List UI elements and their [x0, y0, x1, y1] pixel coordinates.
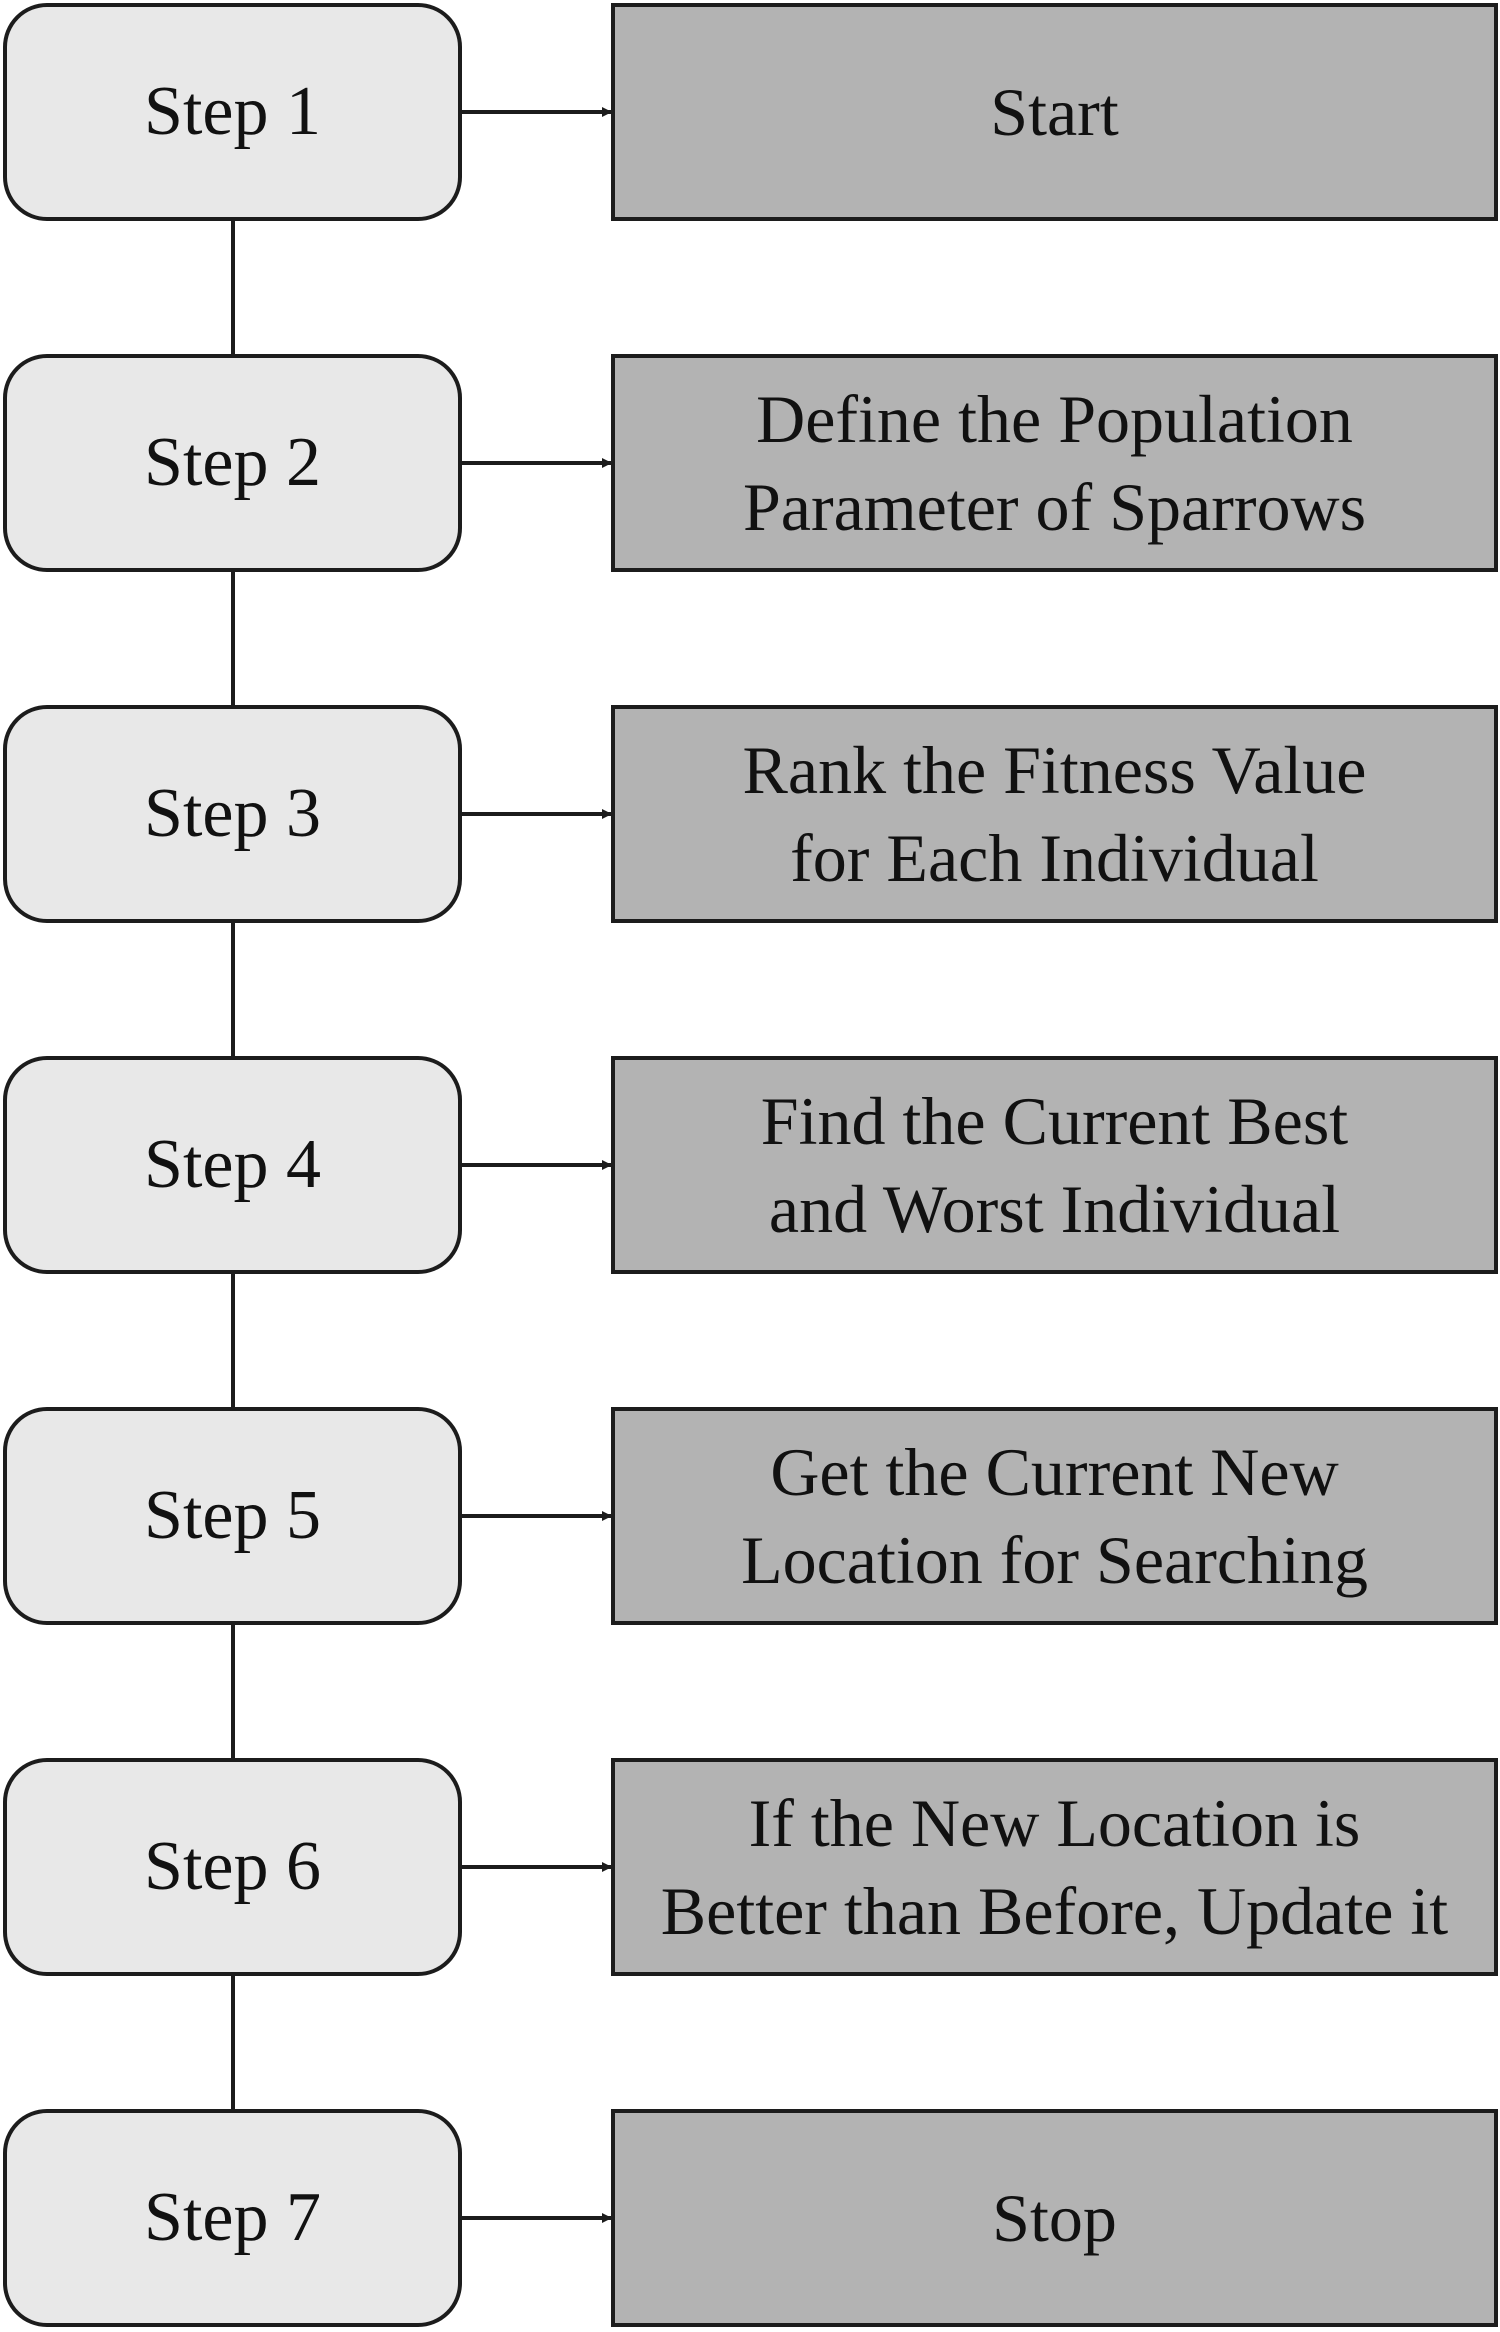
step-box-4: Step 4 [3, 1056, 462, 1274]
step-box-7: Step 7 [3, 2109, 462, 2327]
action-text-6-line-2: Better than Before, Update it [660, 1873, 1449, 1949]
action-box-7: Stop [611, 2109, 1498, 2327]
action-box-4: Find the Current Best and Worst Individua… [611, 1056, 1498, 1274]
step-label-3: Step 3 [144, 775, 321, 852]
action-text-2-line-1: Define the Population [756, 381, 1353, 457]
action-box-3: Rank the Fitness Value for Each Individua… [611, 705, 1498, 923]
step-box-1: Step 1 [3, 3, 462, 221]
action-text-5-line-2: Location for Searching [741, 1522, 1368, 1598]
action-text-7-line-1: Stop [992, 2180, 1117, 2256]
action-text-4-line-2: and Worst Individual [768, 1171, 1341, 1247]
step-box-2: Step 2 [3, 354, 462, 572]
action-box-6: If the New Location is Better than Before… [611, 1758, 1498, 1976]
action-text-3-line-2: for Each Individual [790, 820, 1319, 896]
step-box-5: Step 5 [3, 1407, 462, 1625]
action-text-2-line-2: Parameter of Sparrows [742, 469, 1367, 545]
action-text-3-line-1: Rank the Fitness Value [742, 732, 1367, 808]
step-label-7: Step 7 [144, 2179, 321, 2256]
step-label-6: Step 6 [144, 1828, 321, 1905]
step-label-1: Step 1 [144, 73, 321, 150]
action-text-4-line-1: Find the Current Best [760, 1083, 1349, 1159]
action-box-1: Start [611, 3, 1498, 221]
step-box-3: Step 3 [3, 705, 462, 923]
action-text-5-line-1: Get the Current New [770, 1434, 1339, 1510]
action-text-6-line-1: If the New Location is [748, 1785, 1361, 1861]
step-label-5: Step 5 [144, 1477, 321, 1554]
action-text-1-line-1: Start [990, 74, 1119, 150]
step-label-4: Step 4 [144, 1126, 321, 1203]
step-label-2: Step 2 [144, 424, 321, 501]
step-box-6: Step 6 [3, 1758, 462, 1976]
